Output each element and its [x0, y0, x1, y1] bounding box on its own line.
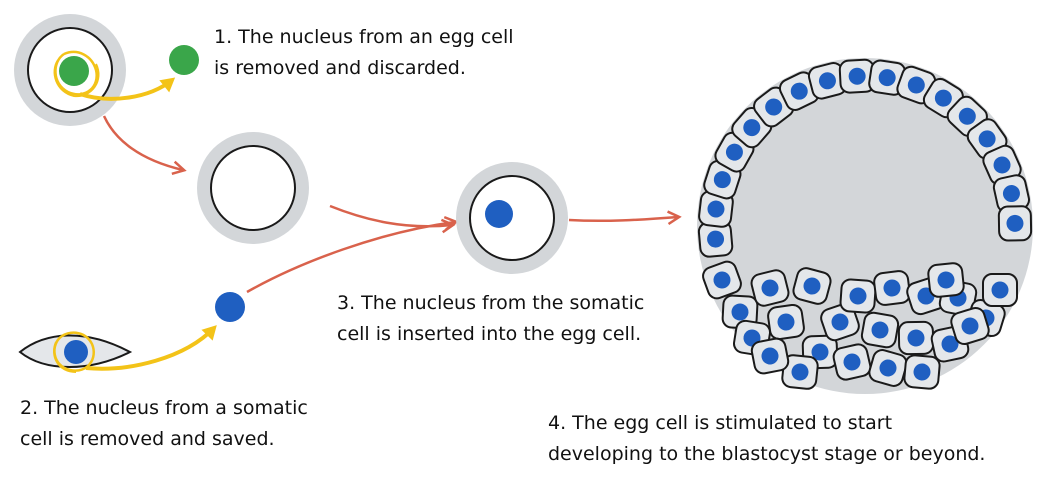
- arrow-reconstructed-to-blastocyst: [568, 217, 678, 221]
- step-4-line-1: 4. The egg cell is stimulated to start: [548, 412, 893, 434]
- step-3-line-2: cell is inserted into the egg cell.: [337, 323, 642, 345]
- blastomere-cell: [838, 58, 876, 94]
- blastomere-cell: [820, 302, 860, 342]
- step-3-line-1: 3. The nucleus from the somatic: [337, 292, 645, 314]
- step-3-caption: 3. The nucleus from the somatic cell is …: [337, 288, 644, 350]
- blastomere-cell: [750, 269, 790, 307]
- blastomere-cell: [839, 278, 877, 314]
- blastocyst-icon: [697, 58, 1033, 394]
- red-arrows: [102, 115, 678, 294]
- blastomere-cell: [897, 320, 935, 356]
- blastomere-cell: [927, 262, 965, 298]
- yellow-arrow-extraction: [85, 325, 217, 371]
- blastomere-cells: [697, 58, 1033, 390]
- arrow-somatic-nucleus-to-reconstructed: [246, 222, 455, 294]
- pipette-loop: [54, 50, 98, 96]
- step-4-caption: 4. The egg cell is stimulated to start d…: [548, 408, 985, 470]
- blastomere-cell: [778, 71, 820, 111]
- blastomere-cell: [982, 273, 1018, 307]
- blastomere-cell: [702, 260, 742, 300]
- blastomere-cell: [767, 303, 805, 341]
- egg-cell-with-nucleus-icon: [14, 14, 126, 126]
- blastomere-cell: [950, 306, 990, 346]
- arrow-enucleated-to-reconstructed: [329, 204, 452, 226]
- step-1-line-1: 1. The nucleus from an egg cell: [214, 26, 514, 48]
- somatic-nucleus-icon: [215, 292, 245, 322]
- somatic-cell-icon: [18, 331, 133, 373]
- blastomere-cell: [832, 343, 872, 381]
- blastomere-cell: [807, 61, 847, 100]
- reconstructed-egg-cell-icon: [456, 162, 568, 274]
- step-2-line-1: 2. The nucleus from a somatic: [20, 397, 308, 419]
- blastomere-cell: [698, 190, 734, 228]
- blastomere-cell: [792, 267, 832, 305]
- step-1-line-2: is removed and discarded.: [214, 57, 466, 79]
- arrow-egg-to-enucleated: [102, 115, 183, 170]
- blastomere-cell: [873, 270, 911, 306]
- pipette-loop: [53, 341, 77, 373]
- step-2-line-2: cell is removed and saved.: [20, 428, 275, 450]
- yellow-arrow-removal: [79, 77, 176, 101]
- step-4-line-2: developing to the blastocyst stage or be…: [548, 443, 986, 465]
- enucleated-egg-cell-icon: [197, 132, 309, 244]
- discarded-green-nucleus-icon: [169, 45, 199, 75]
- blastomere-cell: [860, 311, 900, 349]
- blastomere-cell: [868, 59, 907, 96]
- blastomere-cell: [903, 354, 941, 390]
- step-1-caption: 1. The nucleus from an egg cell is remov…: [214, 22, 514, 84]
- somatic-blue-nucleus: [64, 340, 88, 364]
- step-2-caption: 2. The nucleus from a somatic cell is re…: [20, 393, 308, 455]
- pipette-loop: [53, 59, 100, 98]
- blastomere-cell: [750, 337, 790, 375]
- blastomere-cell: [997, 205, 1033, 242]
- green-nucleus: [59, 56, 89, 86]
